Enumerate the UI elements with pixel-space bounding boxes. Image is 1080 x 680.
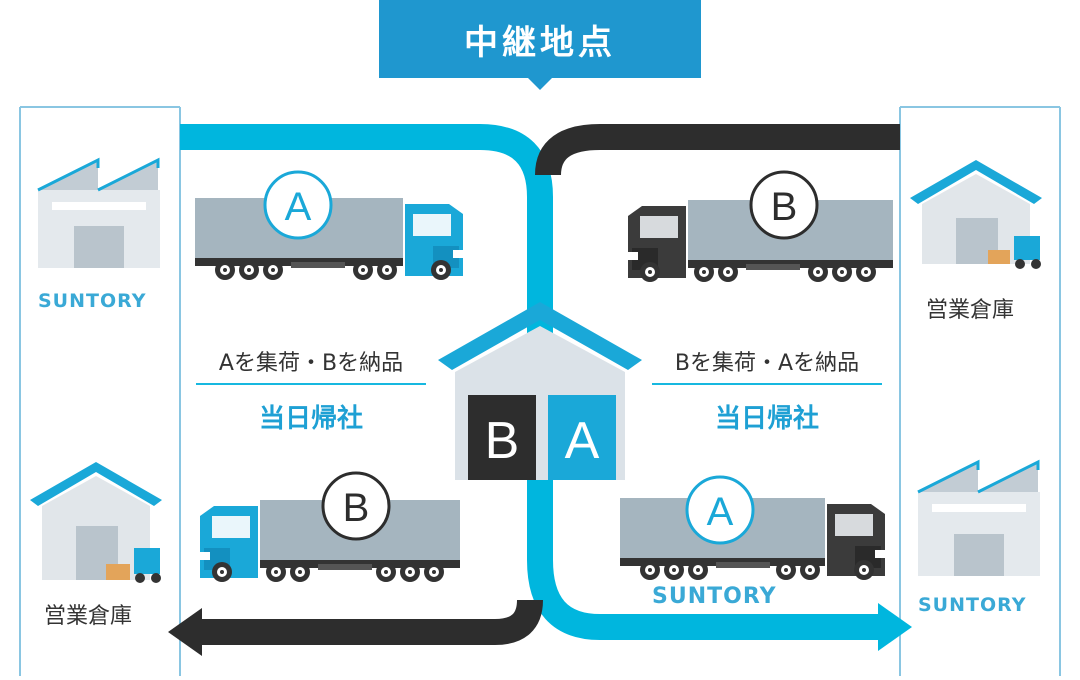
cargo-box-icon <box>106 564 130 580</box>
svg-text:A: A <box>707 490 734 534</box>
badge-right-top: B <box>749 170 819 240</box>
right-route-description: Bを集荷・Aを納品 <box>652 345 882 385</box>
left-route-description: Aを集荷・Bを納品 <box>196 345 426 385</box>
relay-door-a <box>548 395 616 480</box>
business-warehouse-right <box>910 160 1042 269</box>
svg-text:B: B <box>771 185 798 229</box>
badge-left-top: A <box>263 170 333 240</box>
right-site-frame <box>899 106 1061 676</box>
svg-text:B: B <box>343 486 370 530</box>
relay-door-b-label: B <box>485 412 520 470</box>
badge-left-bottom: B <box>321 471 391 541</box>
forklift-icon <box>1014 236 1040 260</box>
suntory-logo-left: SUNTORY <box>38 290 147 312</box>
right-route-return: 当日帰社 <box>714 404 819 434</box>
dark-route <box>535 124 900 176</box>
dark-arrow-head <box>168 608 202 656</box>
suntory-factory-left <box>37 157 160 268</box>
left-route-return: 当日帰社 <box>258 404 363 434</box>
business-warehouse-label-right: 営業倉庫 <box>926 298 1015 323</box>
cyan-arrow-head <box>878 603 912 651</box>
suntory-factory-right <box>917 459 1040 576</box>
relay-point-title: 中継地点 <box>379 0 701 78</box>
relay-door-a-label: A <box>565 412 600 470</box>
forklift-icon <box>134 548 160 574</box>
cargo-box-icon <box>988 250 1010 264</box>
svg-text:A: A <box>285 185 312 229</box>
left-site-frame <box>19 106 181 676</box>
business-warehouse-label-left: 営業倉庫 <box>44 604 133 629</box>
dark-route-bottom <box>200 599 543 645</box>
business-warehouse-left <box>30 462 162 583</box>
title-pointer <box>528 78 552 90</box>
badge-right-bottom: A <box>685 475 755 545</box>
relay-door-b <box>468 395 536 480</box>
suntory-logo-truck: SUNTORY <box>652 584 777 609</box>
relay-warehouse <box>438 302 642 480</box>
suntory-logo-right: SUNTORY <box>918 594 1027 616</box>
